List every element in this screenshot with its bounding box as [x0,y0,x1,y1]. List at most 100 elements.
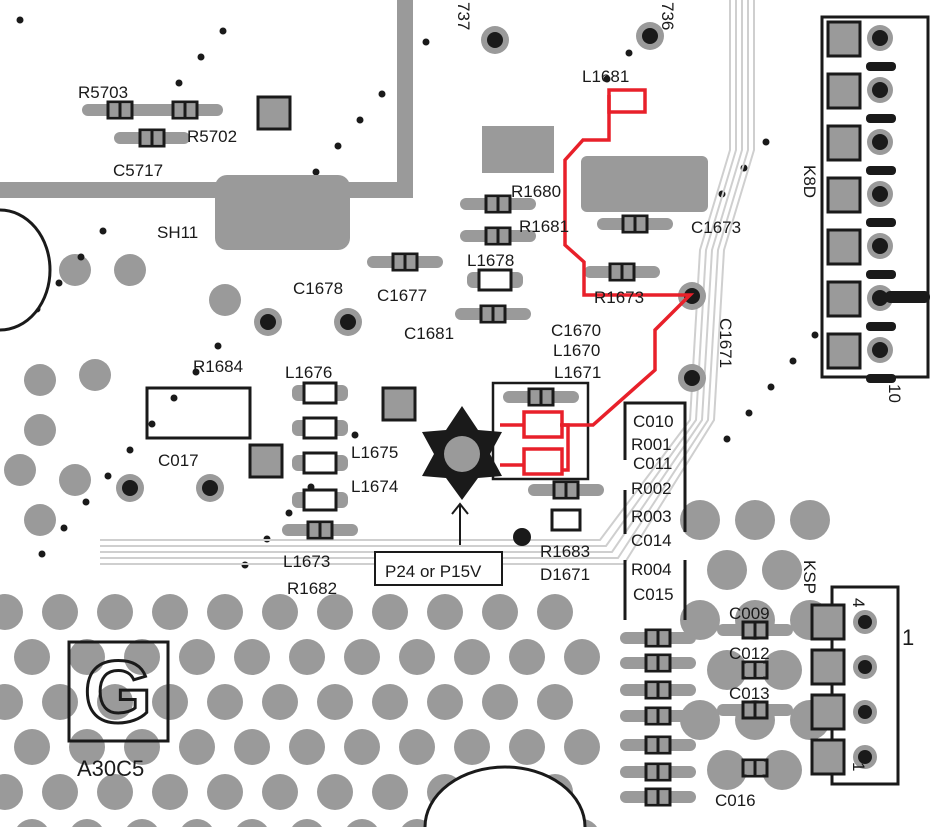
pad [4,454,36,486]
via [99,227,107,235]
pad [454,639,490,675]
label: 736 [658,2,677,30]
via [60,524,68,532]
pad [0,684,23,720]
connector-pin [872,30,888,46]
pad [454,729,490,765]
connector-pin-trace [866,218,896,227]
label: R5702 [187,127,237,146]
label: 1 [849,762,868,771]
label: R1683 [540,542,590,561]
via [811,331,819,339]
connector-pin-square [826,228,862,266]
pad [17,819,47,827]
pad [209,284,241,316]
shield-frame [0,0,413,198]
via [55,279,63,287]
label: C016 [715,791,756,810]
pad [262,774,298,810]
pad [179,639,215,675]
reference-labels: R5703 R5702 C5717 SH11 737 736 L1681 R16… [77,2,914,810]
pad [59,254,91,286]
pad [179,729,215,765]
pad [399,729,435,765]
connector-pin [858,750,872,764]
through-hole [684,370,700,386]
via [219,27,227,35]
pad [14,639,50,675]
r1684-outline [145,386,252,440]
label: C1673 [691,218,741,237]
label: C009 [729,604,770,623]
connector-pin-trace [866,322,896,331]
components [82,22,793,807]
component-block [581,156,708,212]
label: C010 [633,412,674,431]
circle-outline-left [0,208,52,332]
logo-g: G [84,642,152,741]
via [334,142,342,150]
label: 1 [902,625,914,650]
via [351,431,359,439]
circle-outline-bottom [423,765,587,827]
label: C1681 [404,324,454,343]
pad [680,600,720,640]
label: KSP [800,560,819,594]
pad [69,639,105,675]
via [38,550,46,558]
pad [152,774,188,810]
pad [707,550,747,590]
label: R5703 [78,83,128,102]
pad [262,594,298,630]
via [762,138,770,146]
pad [680,500,720,540]
connector-pin [872,186,888,202]
pad [317,594,353,630]
label: C011 [633,454,672,473]
pad [0,594,23,630]
via [104,472,112,480]
pad [152,684,188,720]
pad [289,729,325,765]
label: C017 [158,451,199,470]
via [356,116,364,124]
connector-pin-trace [866,166,896,175]
via [625,49,633,57]
label: L1671 [554,363,601,382]
pad [69,729,105,765]
connector-pin-square [810,693,846,731]
pad [42,774,78,810]
note-box [374,551,503,586]
through-hole [684,288,700,304]
through-hole [202,480,218,496]
via [285,509,293,517]
connector-pin-square [826,332,862,370]
pad [234,639,270,675]
connector-pin [858,615,872,629]
connector-pin-trace [885,291,930,303]
pad [0,774,23,810]
label: SH11 [157,223,198,242]
component-block [482,126,554,173]
logo-box [67,640,170,743]
label: L1670 [553,341,600,360]
connector-pin-square [826,20,862,58]
via [82,498,90,506]
label: R1680 [511,182,561,201]
connector-pin [872,134,888,150]
label: R002 [631,479,672,498]
through-hole [122,480,138,496]
pad [124,639,160,675]
connector-pin-trace [866,62,896,71]
pad [564,729,600,765]
connector-pin-square [826,280,862,318]
via [197,53,205,61]
pad [234,729,270,765]
via [378,90,386,98]
label: C014 [631,531,672,550]
label: L1681 [582,67,629,86]
pad [482,594,518,630]
pad [14,729,50,765]
label: C1677 [377,286,427,305]
